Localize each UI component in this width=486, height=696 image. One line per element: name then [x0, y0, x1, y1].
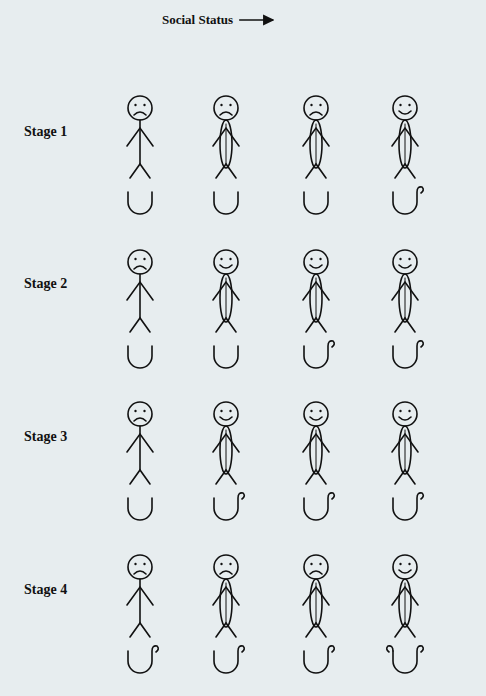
stick-figure — [303, 250, 334, 368]
cup-symbol — [128, 646, 158, 673]
stick-figure — [127, 402, 153, 520]
status-arrow — [239, 19, 273, 21]
stick-figure — [387, 555, 424, 673]
cup-symbol — [214, 192, 238, 214]
cup-symbol — [214, 346, 238, 368]
stick-figure — [303, 402, 334, 520]
cup-symbol — [304, 493, 334, 520]
cup-symbol — [214, 493, 244, 520]
cup-symbol — [304, 646, 334, 673]
stage-label: Stage 1 — [24, 124, 67, 140]
stick-figure — [392, 96, 423, 214]
axis-label: Social Status — [162, 12, 233, 28]
cup-symbol — [393, 341, 423, 368]
cup-symbol — [128, 192, 152, 214]
cup-symbol — [393, 646, 423, 673]
cup-symbol — [393, 493, 423, 520]
stick-figure — [303, 555, 334, 673]
stick-figure — [303, 96, 329, 214]
cup-symbol — [304, 192, 328, 214]
stage-label: Stage 2 — [24, 276, 67, 292]
cup-symbol — [393, 187, 423, 214]
stick-figure — [213, 402, 244, 520]
stick-figure — [213, 96, 239, 214]
stage-label: Stage 3 — [24, 429, 67, 445]
stick-figure — [213, 250, 239, 368]
stick-figure — [392, 402, 423, 520]
stick-figure — [127, 96, 153, 214]
stick-figure — [213, 555, 244, 673]
stick-figure — [392, 250, 423, 368]
stick-figure — [127, 250, 153, 368]
cup-symbol — [214, 646, 244, 673]
cup-symbol — [128, 498, 152, 520]
stage-label: Stage 4 — [24, 582, 67, 598]
cup-symbol — [128, 346, 152, 368]
stick-figure — [127, 555, 158, 673]
cup-symbol — [304, 341, 334, 368]
